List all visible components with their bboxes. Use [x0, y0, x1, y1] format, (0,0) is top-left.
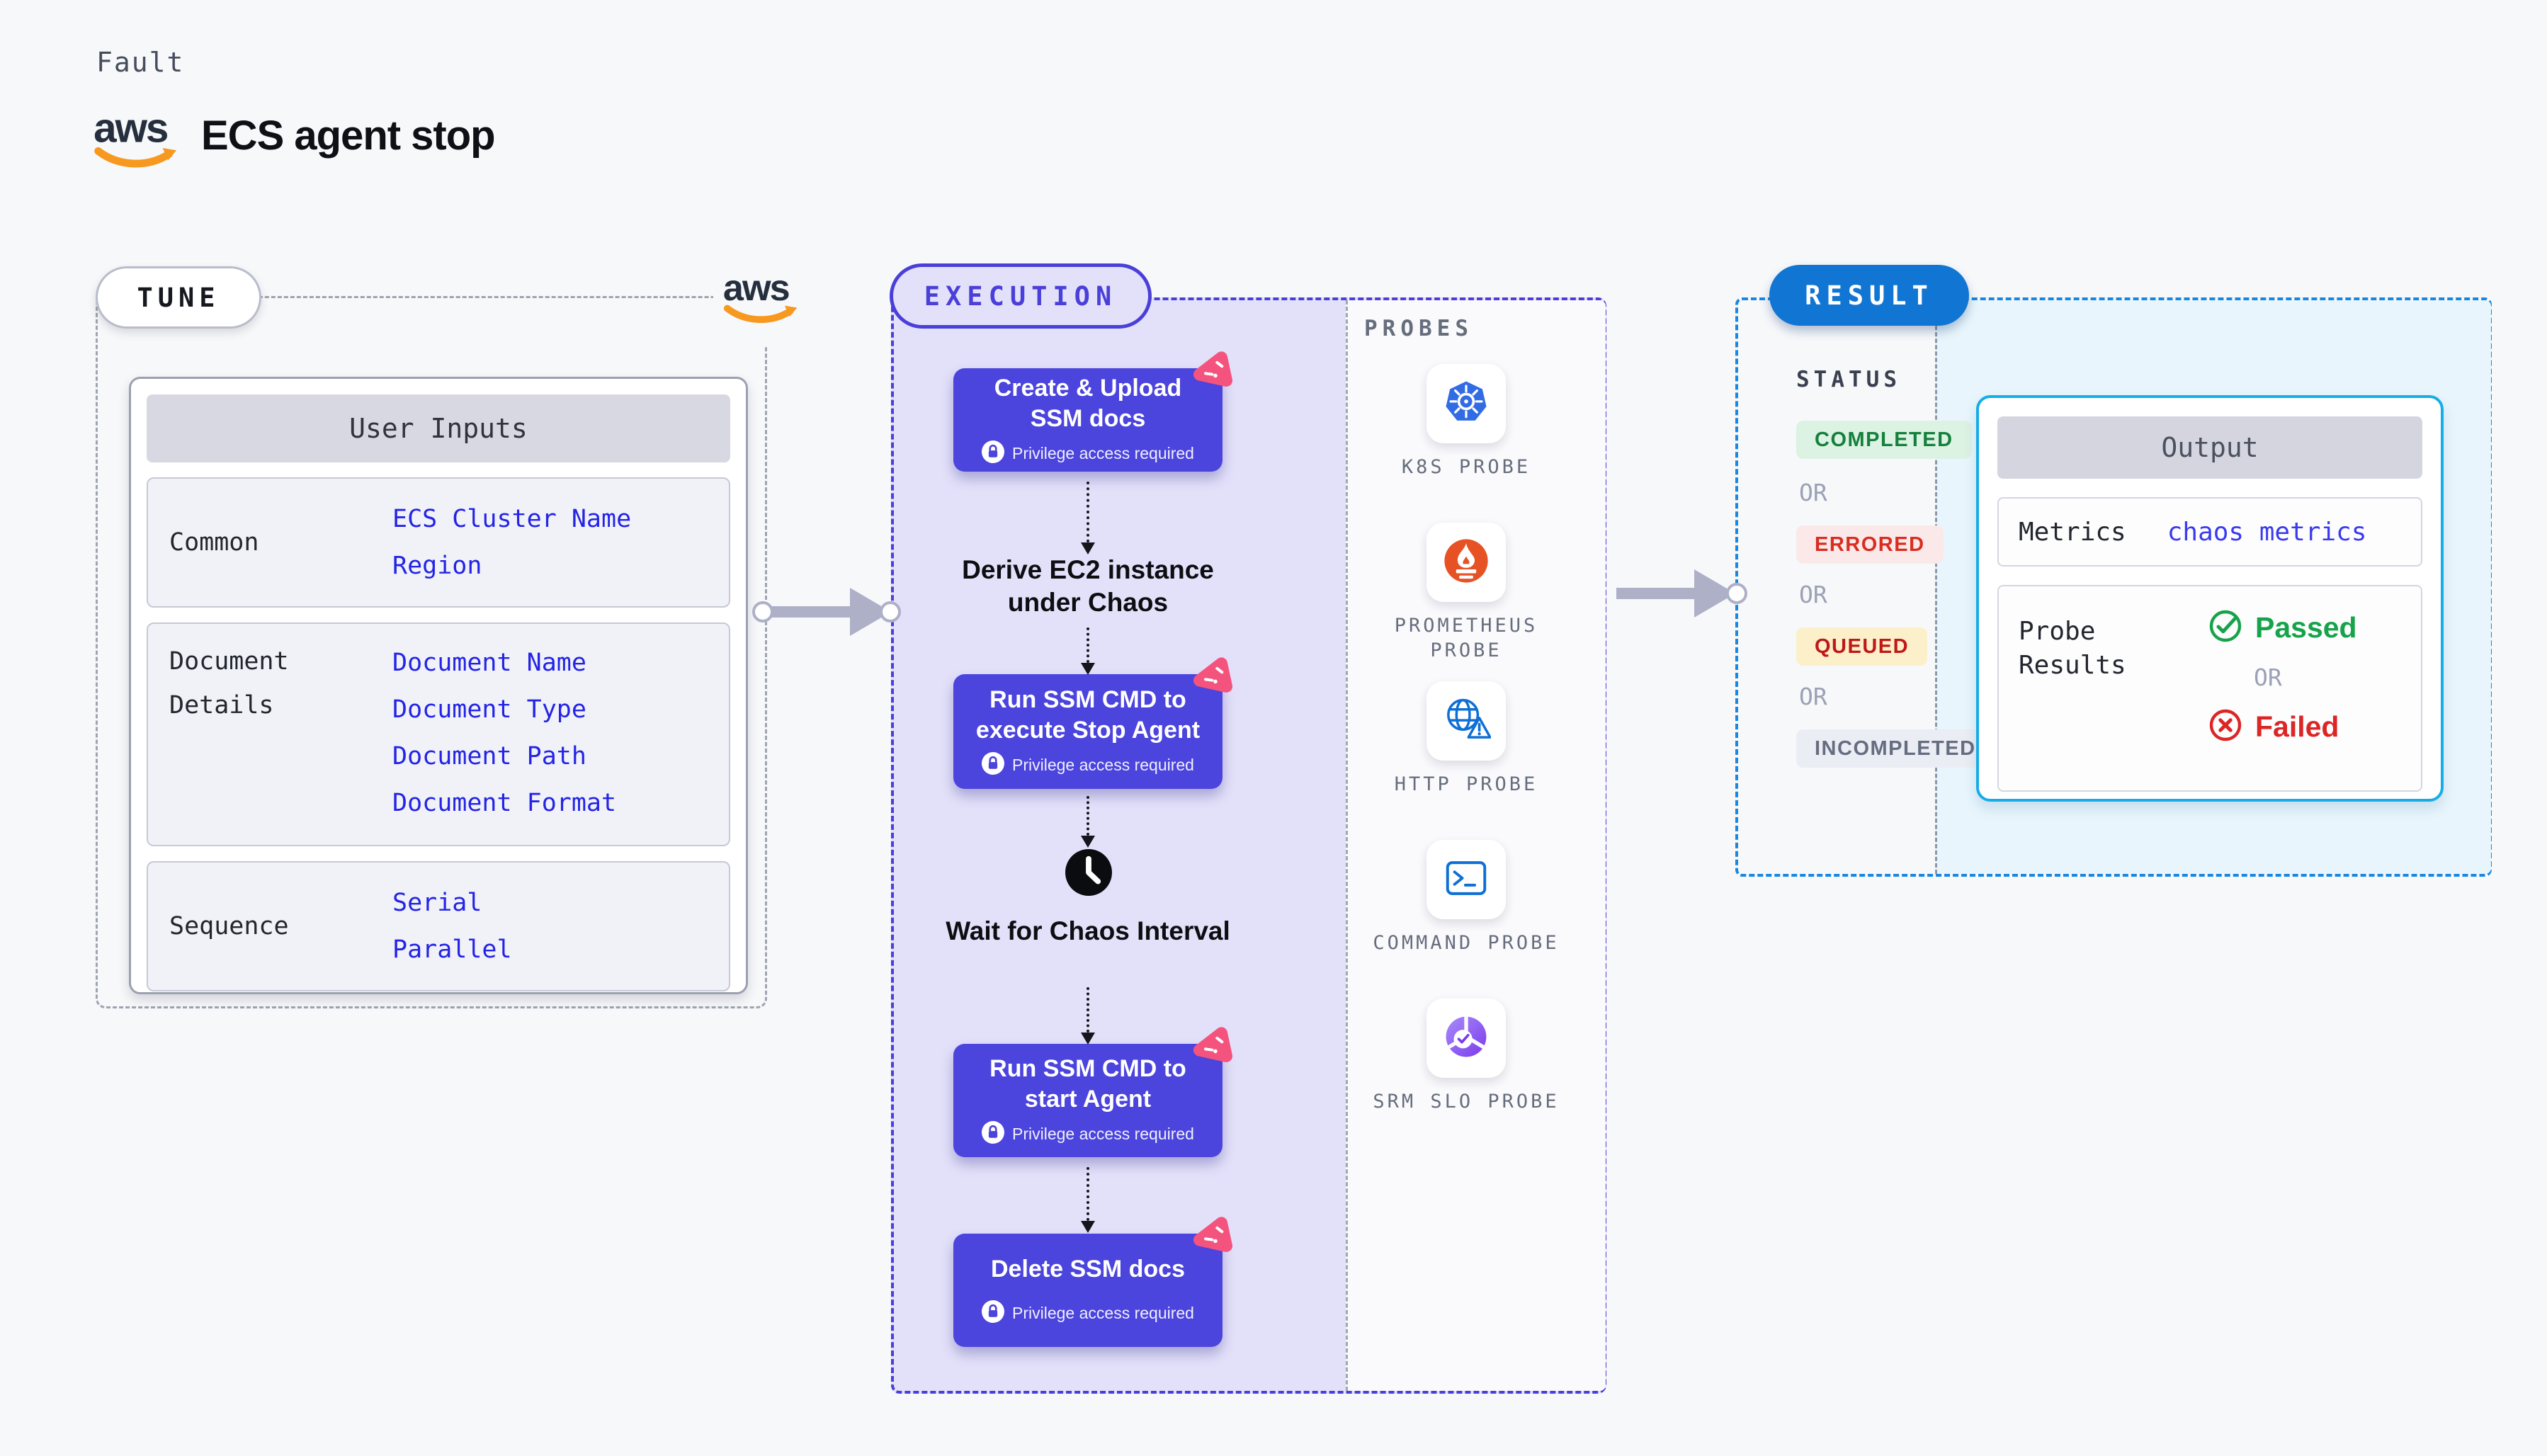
status-badge-completed: COMPLETED — [1796, 421, 1972, 459]
flow-connector — [1081, 482, 1095, 554]
probe-command — [1426, 840, 1506, 919]
status-badge-errored: ERRORED — [1796, 525, 1944, 564]
chaos-experiment-icon — [1189, 1025, 1232, 1073]
metrics-value: chaos metrics — [2167, 517, 2367, 547]
output-card: Output Metrics chaos metrics Probe Resul… — [1976, 395, 2444, 802]
svg-text:aws: aws — [723, 268, 789, 309]
lock-icon — [980, 1299, 1006, 1327]
input-value: Parallel — [392, 935, 512, 964]
privilege-label: Privilege access required — [1012, 1125, 1194, 1143]
probe-prometheus — [1426, 523, 1506, 602]
privilege-label: Privilege access required — [1012, 756, 1194, 774]
page-title: ECS agent stop — [201, 113, 496, 159]
flow-connector — [1081, 1167, 1095, 1233]
probe-results-row: Probe Results Passed OR — [1997, 585, 2422, 792]
aws-corner-logo: aws — [713, 249, 812, 346]
tune-panel — [96, 296, 767, 1008]
input-value: Serial — [392, 889, 482, 917]
prometheus-icon — [1441, 536, 1491, 589]
input-value: Document Type — [392, 695, 586, 724]
probes-header: PROBES — [1364, 316, 1473, 341]
step-run-ssm-stop-agent: Run SSM CMD to execute Stop Agent Privil… — [953, 674, 1223, 789]
metrics-label: Metrics — [2019, 517, 2126, 547]
user-inputs-row-sequence: Sequence Serial Parallel — [147, 861, 730, 991]
step-derive-ec2: Derive EC2 instance under Chaos — [962, 555, 1214, 617]
input-value: Region — [392, 552, 482, 580]
step-delete-ssm-docs: Delete SSM docs Privilege access require… — [953, 1234, 1223, 1347]
flow-connector — [1081, 627, 1095, 675]
fault-label: Fault — [96, 47, 185, 78]
step-title: Run SSM CMD to execute Stop Agent — [975, 686, 1201, 744]
aws-logo: aws — [92, 105, 184, 175]
status-badge-queued: QUEUED — [1796, 627, 1928, 666]
step-title: Run SSM CMD to start Agent — [989, 1054, 1186, 1113]
or-label: OR — [1799, 479, 1827, 506]
flow-connector — [1081, 987, 1095, 1045]
terminal-icon — [1441, 853, 1491, 906]
row-label: Common — [169, 528, 259, 557]
input-value: Document Format — [392, 789, 617, 817]
metrics-row: Metrics chaos metrics — [1997, 497, 2422, 567]
aws-wordmark: aws — [93, 106, 168, 151]
probe-label: SRM SLO PROBE — [1373, 1091, 1560, 1113]
connector-dot — [880, 601, 901, 622]
http-globe-icon — [1441, 695, 1492, 748]
user-inputs-header: User Inputs — [147, 394, 730, 462]
input-value: Document Path — [392, 742, 586, 770]
result-pill: RESULT — [1769, 265, 1969, 326]
srm-slo-icon — [1441, 1012, 1491, 1065]
step-title: Create & Upload SSM docs — [994, 374, 1182, 432]
failed-x-icon — [2208, 708, 2242, 746]
status-header: STATUS — [1796, 367, 1901, 392]
privilege-label: Privilege access required — [1012, 444, 1194, 462]
chaos-experiment-icon — [1189, 656, 1232, 703]
lock-icon — [980, 439, 1006, 467]
tune-pill: TUNE — [96, 266, 261, 329]
connector-dot — [752, 601, 773, 622]
step-title: Delete SSM docs — [991, 1255, 1185, 1282]
clock-icon — [1063, 847, 1114, 902]
chaos-experiment-icon — [1189, 350, 1232, 397]
probe-srm-slo — [1426, 999, 1506, 1078]
row-label: Sequence — [169, 912, 289, 940]
lock-icon — [980, 1120, 1006, 1148]
connector-dot — [1726, 583, 1747, 604]
chaos-experiment-icon — [1189, 1215, 1232, 1263]
or-label: OR — [2254, 664, 2282, 691]
step-create-upload-ssm-docs: Create & Upload SSM docs Privilege acces… — [953, 368, 1223, 472]
probe-label: PROMETHEUS PROBE — [1394, 615, 1538, 661]
user-inputs-row-common: Common ECS Cluster Name Region — [147, 477, 730, 608]
kubernetes-icon — [1441, 377, 1491, 431]
input-value: ECS Cluster Name — [392, 505, 632, 533]
passed-check-icon — [2208, 609, 2242, 647]
probe-results-label: Probe Results — [2019, 617, 2126, 680]
passed-label: Passed — [2255, 611, 2357, 644]
status-badge-incompleted: INCOMPLETED — [1796, 729, 1995, 768]
failed-label: Failed — [2255, 710, 2339, 743]
tune-to-execution-arrow — [771, 606, 853, 618]
flow-connector — [1081, 796, 1095, 848]
probe-k8s — [1426, 364, 1506, 443]
step-run-ssm-start-agent: Run SSM CMD to start Agent Privilege acc… — [953, 1044, 1223, 1157]
probe-label: HTTP PROBE — [1394, 773, 1538, 795]
probe-label: COMMAND PROBE — [1373, 932, 1560, 954]
aws-icon: aws — [723, 268, 798, 324]
or-label: OR — [1799, 683, 1827, 710]
privilege-label: Privilege access required — [1012, 1304, 1194, 1322]
output-header: Output — [1997, 416, 2422, 479]
probe-label: K8S PROBE — [1401, 456, 1531, 478]
or-label: OR — [1799, 581, 1827, 608]
lock-icon — [980, 751, 1006, 779]
user-inputs-row-document-details: Document Details Document Name Document … — [147, 622, 730, 846]
row-label: Document Details — [169, 647, 289, 720]
input-value: Document Name — [392, 649, 586, 677]
probe-http — [1426, 681, 1506, 761]
step-wait-chaos-interval: Wait for Chaos Interval — [946, 916, 1230, 945]
user-inputs-card: User Inputs Common ECS Cluster Name Regi… — [129, 377, 748, 994]
execution-pill: EXECUTION — [890, 263, 1152, 329]
execution-to-result-arrow — [1616, 588, 1697, 599]
